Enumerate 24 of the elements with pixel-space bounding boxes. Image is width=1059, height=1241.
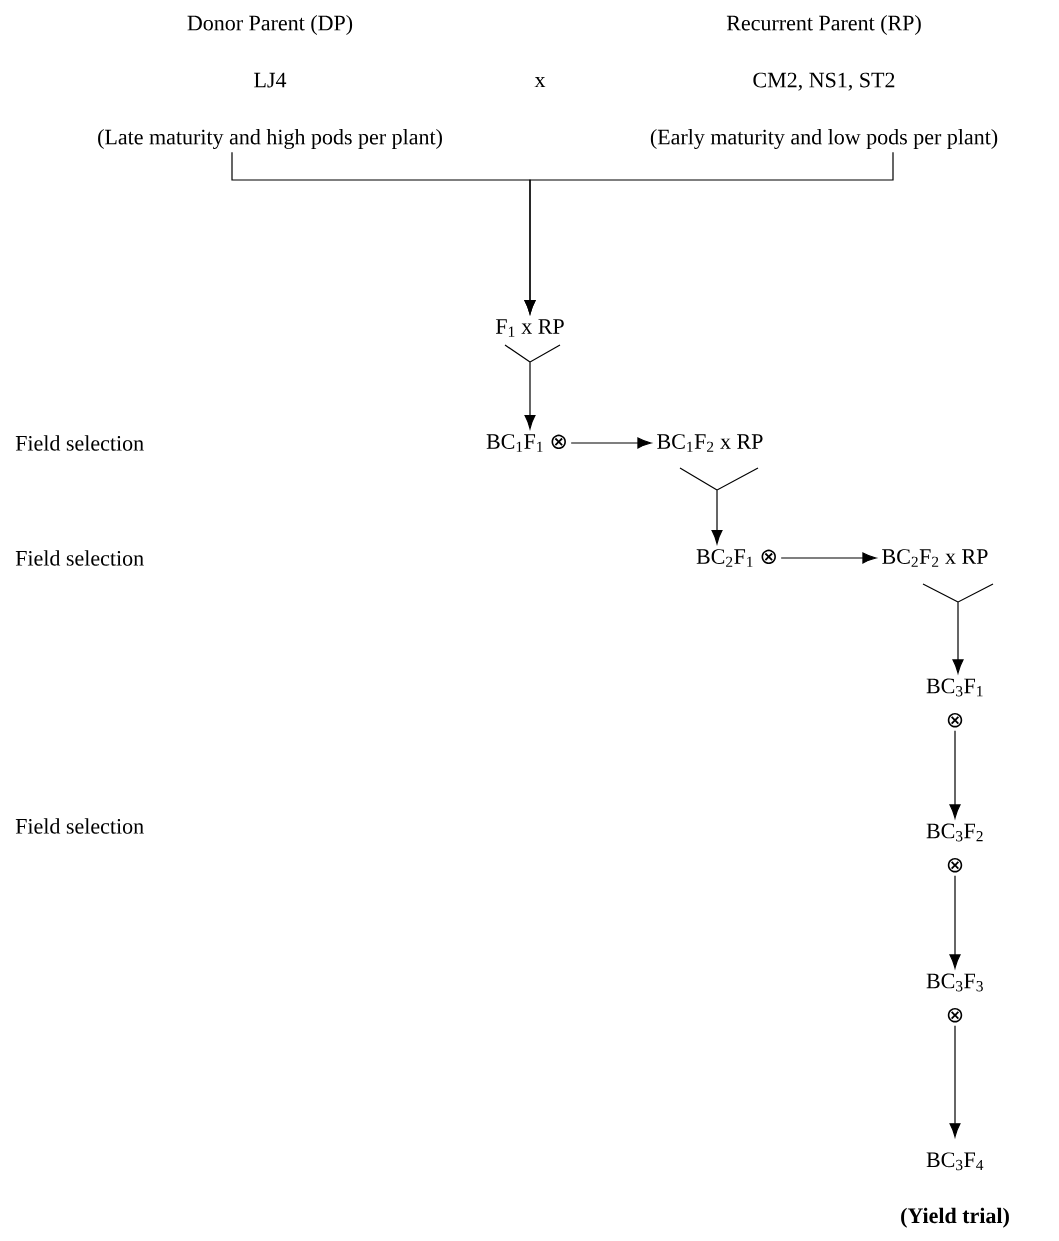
- arrow: [949, 1025, 961, 1138]
- arrow: [570, 437, 652, 449]
- generation-label: BC$_{3}$F$_{1}$ ⊗: [926, 678, 983, 728]
- step-label: Field selection: [15, 818, 144, 834]
- parent-text: Recurrent Parent (RP) CM2, NS1, ST2 (Early maturity and low pods per plant): [650, 15, 998, 149]
- arrow: [504, 344, 561, 430]
- arrow: [524, 151, 894, 315]
- generation-label: BC$_{1}$F$_{1}$ ⊗: [486, 434, 566, 452]
- generation-label: BC$_{2}$F$_{2}$ x RP: [882, 549, 988, 567]
- generation-label: BC$_{3}$F$_{3}$ ⊗: [926, 973, 983, 1023]
- generation-label: BC$_{3}$F$_{2}$ ⊗: [926, 823, 983, 873]
- arrow: [780, 552, 877, 564]
- arrow: [679, 467, 759, 545]
- generation-label: BC$_{3}$F$_{4}$ (Yield trial): [901, 1152, 1009, 1228]
- step-label: Field selection: [15, 550, 144, 566]
- generation-label: BC$_{1}$F$_{2}$ x RP: [657, 434, 763, 452]
- parent-text: Donor Parent (DP) LJ4 (Late maturity and high pods per plant): [98, 15, 442, 149]
- arrow: [949, 730, 961, 819]
- arrow: [922, 583, 994, 674]
- generation-label: F$_{1}$ x RP: [495, 319, 564, 337]
- arrow: [949, 875, 961, 969]
- cross-sign: x: [534, 76, 546, 88]
- generation-label: BC$_{2}$F$_{1}$ ⊗: [696, 549, 776, 567]
- step-label: Field selection: [15, 435, 144, 451]
